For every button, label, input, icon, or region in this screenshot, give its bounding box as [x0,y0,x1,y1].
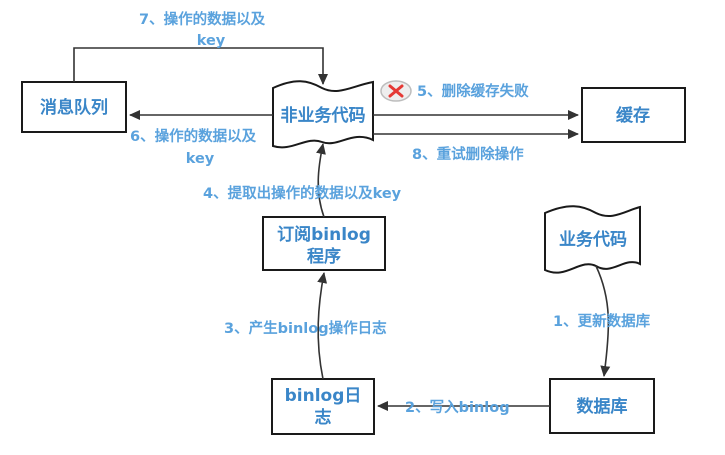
step3-label: 3、产生binlog操作日志 [224,319,387,337]
step4-label: 4、提取出操作的数据以及key [203,184,402,202]
message-queue-label: 消息队列 [40,97,108,118]
binlog-subscriber-node: 订阅binlog 程序 [262,216,386,271]
step2-label: 2、写入binlog [405,399,510,416]
database-label: 数据库 [577,396,628,417]
step8-label: 8、重试删除操作 [412,145,524,163]
binlog-log-node: binlog日 志 [271,378,375,435]
binlog-log-label-line1: binlog日 [285,386,362,406]
business-code-node: 业务代码 [544,205,641,274]
edge-step1 [595,265,611,377]
cache-label: 缓存 [616,105,650,126]
binlog-log-label-line2: 志 [315,407,332,428]
cache-node: 缓存 [581,87,686,143]
non-business-code-node: 非业务代码 [272,80,374,149]
step1-label: 1、更新数据库 [553,312,651,330]
database-node: 数据库 [549,378,655,434]
message-queue-node: 消息队列 [21,81,127,133]
step6-label-line1: 6、操作的数据以及 [130,127,257,145]
non-business-code-label: 非业务代码 [281,105,366,126]
fail-x-icon [380,80,412,102]
step7-label-line2: key [197,33,226,49]
edge-step4 [316,143,326,218]
binlog-subscriber-label-line2: 程序 [307,246,341,267]
step5-label: 5、删除缓存失败 [417,82,529,100]
business-code-label: 业务代码 [559,229,627,250]
binlog-subscriber-label-line1: 订阅binlog [277,224,371,245]
step7-label-line1: 7、操作的数据以及 [139,10,266,28]
step6-label-line2: key [186,151,215,167]
edge-step3 [317,272,328,380]
edge-step7 [73,47,328,85]
